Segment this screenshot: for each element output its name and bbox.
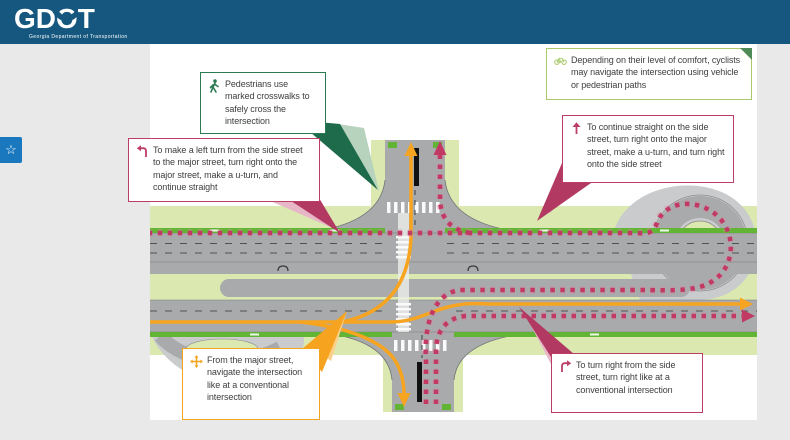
callout-left-turn-text: To make a left turn from the side street… — [153, 145, 303, 193]
intersection-diagram — [150, 120, 757, 412]
gdot-logo: GDOT Georgia Department of Transportatio… — [14, 3, 144, 43]
four-way-arrows-icon — [190, 355, 203, 368]
up-arrow-icon — [572, 122, 581, 134]
right-turn-pointer — [519, 307, 574, 357]
gdot-logo-tagline: Georgia Department of Transportation — [29, 34, 128, 40]
gdot-logo-text: GDOT — [14, 3, 95, 34]
callout-major-street: From the major street, navigate the inte… — [182, 348, 320, 420]
callout-pedestrian: Pedestrians use marked crosswalks to saf… — [200, 72, 326, 134]
pedestrian-icon — [209, 79, 219, 93]
star-icon: ☆ — [5, 142, 17, 157]
callout-continue-straight: To continue straight on the side street,… — [562, 115, 734, 183]
app-header: GDOT Georgia Department of Transportatio… — [0, 0, 790, 44]
left-uturn-arrow-icon — [136, 145, 147, 157]
lane-markings — [150, 148, 757, 402]
right-turn-arrow-icon — [561, 360, 572, 372]
vehicle-route-arrowheads — [397, 142, 753, 407]
callout-left-turn: To make a left turn from the side street… — [128, 138, 320, 202]
callout-continue-straight-text: To continue straight on the side street,… — [587, 122, 725, 170]
gdot-logo-graphic: GDOT — [14, 3, 95, 34]
callout-major-street-text: From the major street, navigate the inte… — [207, 355, 303, 403]
bicycle-icon — [554, 57, 567, 65]
callout-cyclist-text: Depending on their level of comfort, cyc… — [571, 55, 741, 90]
corner-fold — [740, 48, 752, 60]
pedestrian-pointer — [296, 120, 378, 190]
callout-pedestrian-text: Pedestrians use marked crosswalks to saf… — [225, 79, 310, 127]
favorite-star-button[interactable]: ☆ — [0, 137, 22, 163]
callout-right-turn: To turn right from the side street, turn… — [551, 353, 703, 413]
bicycle-route-arrowheads — [433, 141, 755, 323]
left-turn-pointer — [288, 198, 340, 233]
callout-cyclist: Depending on their level of comfort, cyc… — [546, 48, 752, 100]
bicycle-route-path — [150, 154, 742, 404]
logo-peach-swoosh — [52, 9, 81, 22]
left-turn-pointer-fold — [268, 200, 330, 227]
callout-right-turn-text: To turn right from the side street, turn… — [576, 360, 676, 395]
bike-lanes — [150, 142, 757, 410]
